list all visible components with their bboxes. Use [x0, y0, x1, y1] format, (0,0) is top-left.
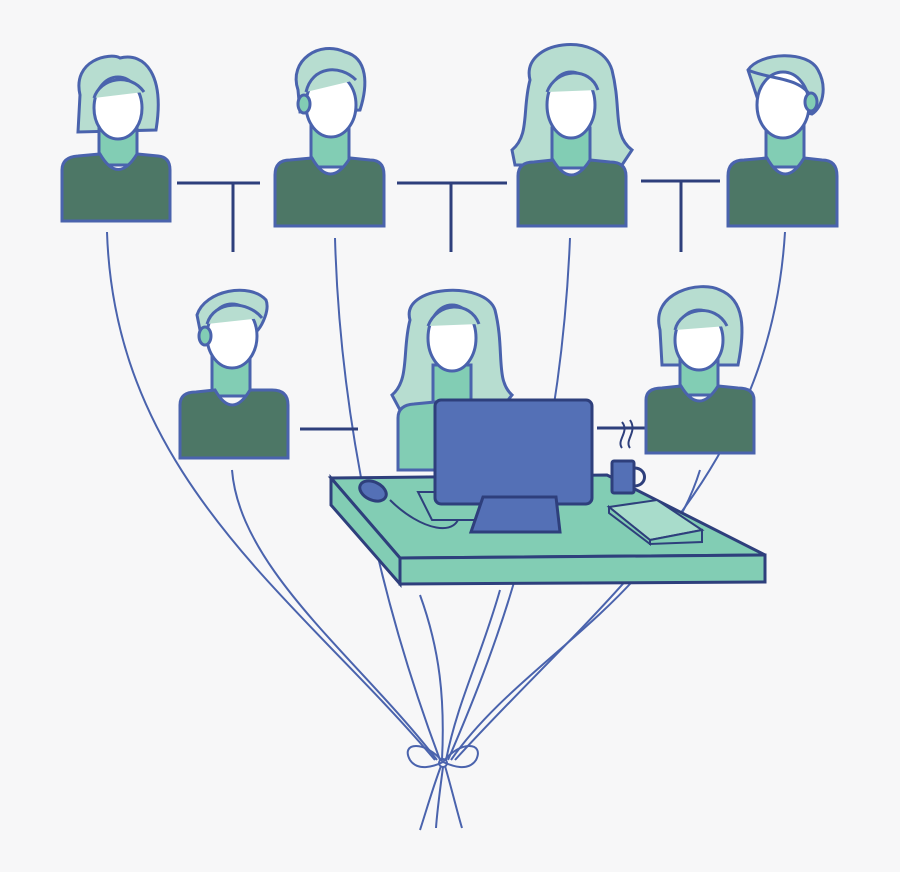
desk-front [398, 553, 767, 586]
person-icon [726, 54, 839, 228]
bow-icon [406, 745, 479, 831]
coffee-mug-icon [610, 419, 646, 495]
string [445, 589, 501, 761]
person-icon [644, 285, 756, 455]
person-icon [390, 288, 515, 472]
string [106, 231, 436, 761]
string [231, 469, 438, 761]
monitor-icon [433, 398, 594, 534]
paper-tray-icon [606, 498, 705, 547]
person-icon [273, 46, 386, 228]
person-icon [510, 43, 635, 228]
desk-side [329, 473, 402, 588]
string [419, 594, 444, 761]
person-icon [60, 54, 172, 223]
tree-connectors [177, 179, 720, 431]
person-icon [178, 288, 290, 460]
